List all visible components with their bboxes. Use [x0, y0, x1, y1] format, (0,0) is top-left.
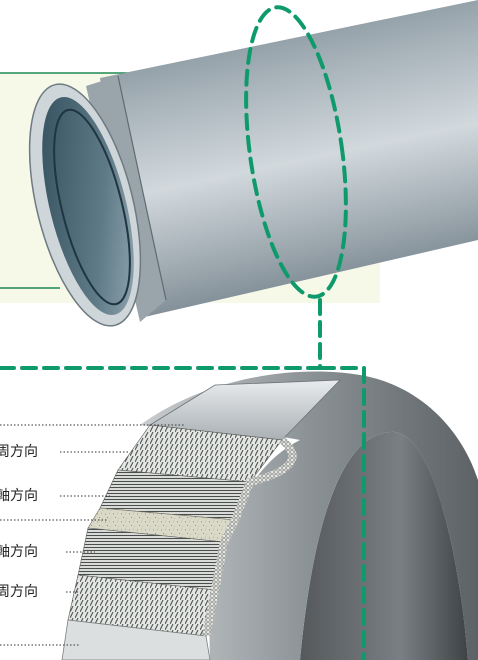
- socket-edge: [117, 75, 167, 301]
- pipe: [28, 0, 478, 327]
- layer-cross-section: [61, 371, 478, 660]
- callout-ring: [244, 5, 348, 299]
- layer-label-circumferential-outer: 周方向: [0, 444, 40, 460]
- callout-outline: [0, 5, 366, 660]
- leader-lines: [0, 424, 185, 646]
- pipe-body: [100, 0, 478, 318]
- arch-bead-edge: [202, 436, 297, 637]
- pipe-opening: [42, 96, 134, 316]
- layer-label-axial-inner: 軸方向: [0, 544, 40, 560]
- layer-label-circumferential-inner: 周方向: [0, 584, 40, 600]
- arch-inner-bore: [300, 431, 468, 660]
- arch-outer-surface: [140, 371, 478, 660]
- layer-label-axial-outer: 軸方向: [0, 488, 40, 504]
- pipe-inner-ring: [53, 108, 131, 306]
